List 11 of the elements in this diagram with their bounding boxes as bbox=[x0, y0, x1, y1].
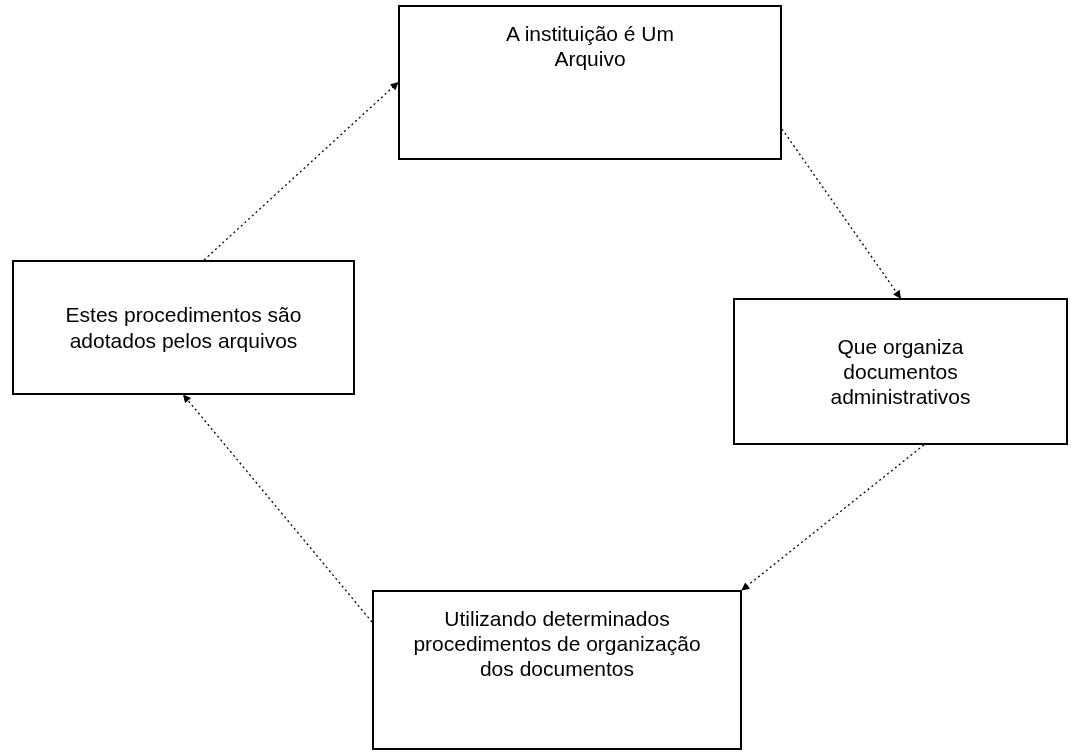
box-text: Utilizando determinados procedimentos de organização dos documentos bbox=[412, 606, 702, 682]
process-box bbox=[733, 298, 1068, 445]
process-box bbox=[12, 260, 355, 395]
process-box bbox=[398, 5, 782, 160]
dotted-arrow bbox=[182, 394, 373, 623]
dotted-arrow bbox=[203, 81, 399, 261]
box-text: A instituição é Um Arquivo bbox=[504, 21, 676, 72]
box-text: Que organiza documentos administrativos bbox=[829, 333, 972, 410]
dotted-arrow bbox=[741, 444, 925, 591]
process-box bbox=[372, 590, 742, 750]
box-text: Estes procedimentos são adotados pelos arquivos bbox=[64, 302, 303, 353]
